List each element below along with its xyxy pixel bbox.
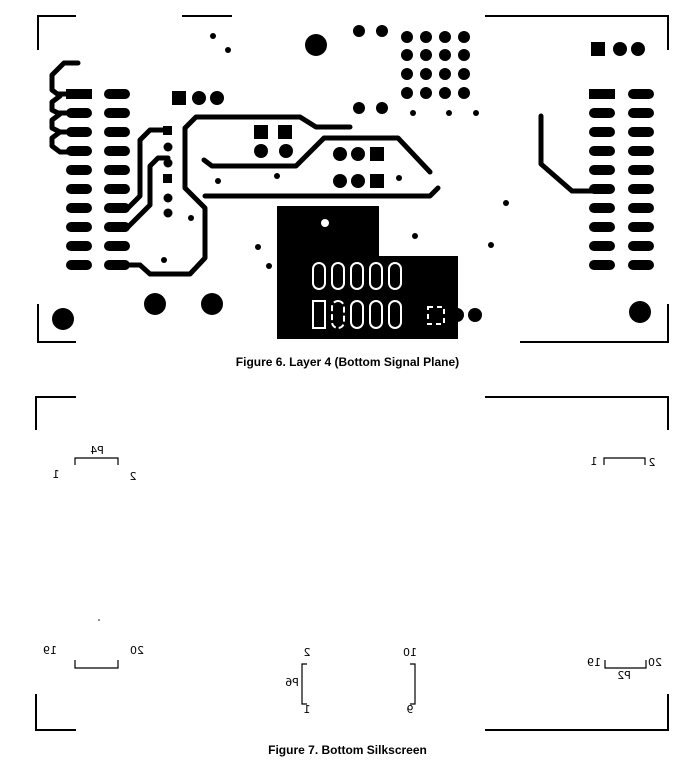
- figure6-caption: Figure 6. Layer 4 (Bottom Signal Plane): [235, 355, 460, 369]
- figure7-caption: Figure 7. Bottom Silkscreen: [268, 743, 427, 757]
- board-outline-corners: [37, 15, 669, 343]
- right-connector-pads: [589, 89, 654, 270]
- copper-traces: [49, 60, 603, 277]
- ground-plane-pour: [277, 206, 458, 339]
- left-connector-pads: [66, 89, 130, 270]
